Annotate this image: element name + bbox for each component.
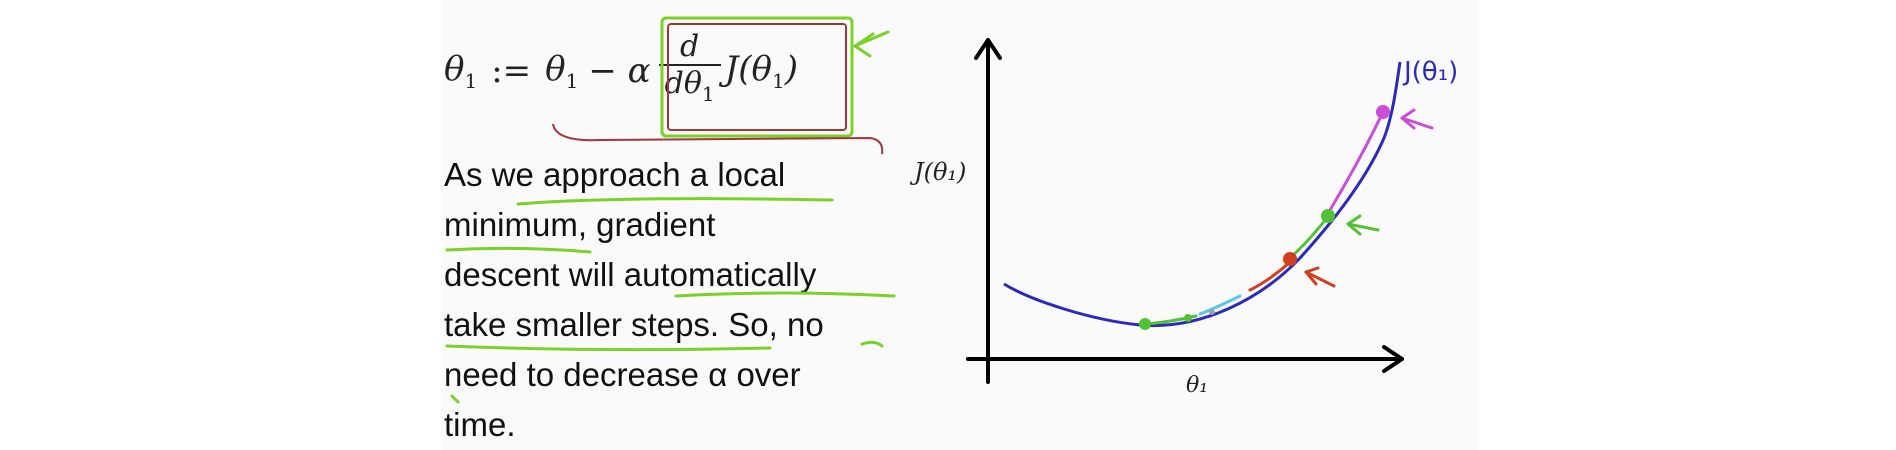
text-line: take smaller steps. So, no bbox=[444, 306, 824, 343]
purple-arrow bbox=[1400, 108, 1434, 130]
gradient-descent-formula: θ1 := θ1 − α d dθ1 J(θ1) bbox=[444, 30, 798, 112]
graph-axes bbox=[966, 38, 1404, 384]
formula-rhs-theta: θ1 bbox=[545, 49, 579, 93]
text-line: minimum, gradient bbox=[444, 206, 716, 243]
formula-minus-alpha: − α bbox=[588, 51, 651, 91]
text-underlines bbox=[445, 197, 896, 404]
formula-frac-denominator: dθ1 bbox=[664, 66, 715, 106]
curve-label: J(θ₁) bbox=[1402, 57, 1458, 87]
x-axis-label: θ₁ bbox=[1186, 373, 1208, 398]
pointer-arrows bbox=[1304, 108, 1434, 288]
cost-function-curve bbox=[1003, 61, 1402, 328]
explanation-text: As we approach a local minimum, gradient… bbox=[444, 150, 924, 450]
step-point-green bbox=[1321, 209, 1335, 223]
formula-bracket bbox=[552, 123, 884, 155]
text-line: descent will automatically bbox=[444, 256, 817, 293]
highlight-arrow bbox=[853, 30, 890, 58]
step-point-small bbox=[1184, 314, 1192, 322]
gradient-steps bbox=[1144, 110, 1385, 326]
y-axis-arrowhead bbox=[974, 38, 1002, 60]
formula-frac-bar bbox=[658, 64, 721, 66]
formula-assign: := bbox=[491, 51, 532, 91]
step-point-purple bbox=[1376, 105, 1390, 119]
x-axis-arrowhead bbox=[1382, 345, 1404, 373]
red-arrow bbox=[1304, 266, 1336, 288]
formula-cost-function: J(θ1) bbox=[724, 49, 799, 93]
text-line: As we approach a local bbox=[444, 156, 786, 193]
slide-background bbox=[441, 0, 1479, 450]
text-line: time. bbox=[444, 406, 516, 443]
formula-derivative-fraction: d dθ1 bbox=[658, 29, 721, 112]
formula-lhs: θ1 bbox=[444, 49, 478, 93]
formula-frac-numerator: d bbox=[680, 29, 700, 64]
step-point-red bbox=[1283, 252, 1297, 266]
step-point-small bbox=[1209, 309, 1215, 315]
green-arrow bbox=[1346, 214, 1380, 236]
text-line: need to decrease α over bbox=[444, 356, 801, 393]
step-point-minimum bbox=[1139, 318, 1151, 330]
y-axis-label: J(θ₁) bbox=[909, 158, 966, 186]
derivative-highlight-box bbox=[660, 16, 854, 138]
